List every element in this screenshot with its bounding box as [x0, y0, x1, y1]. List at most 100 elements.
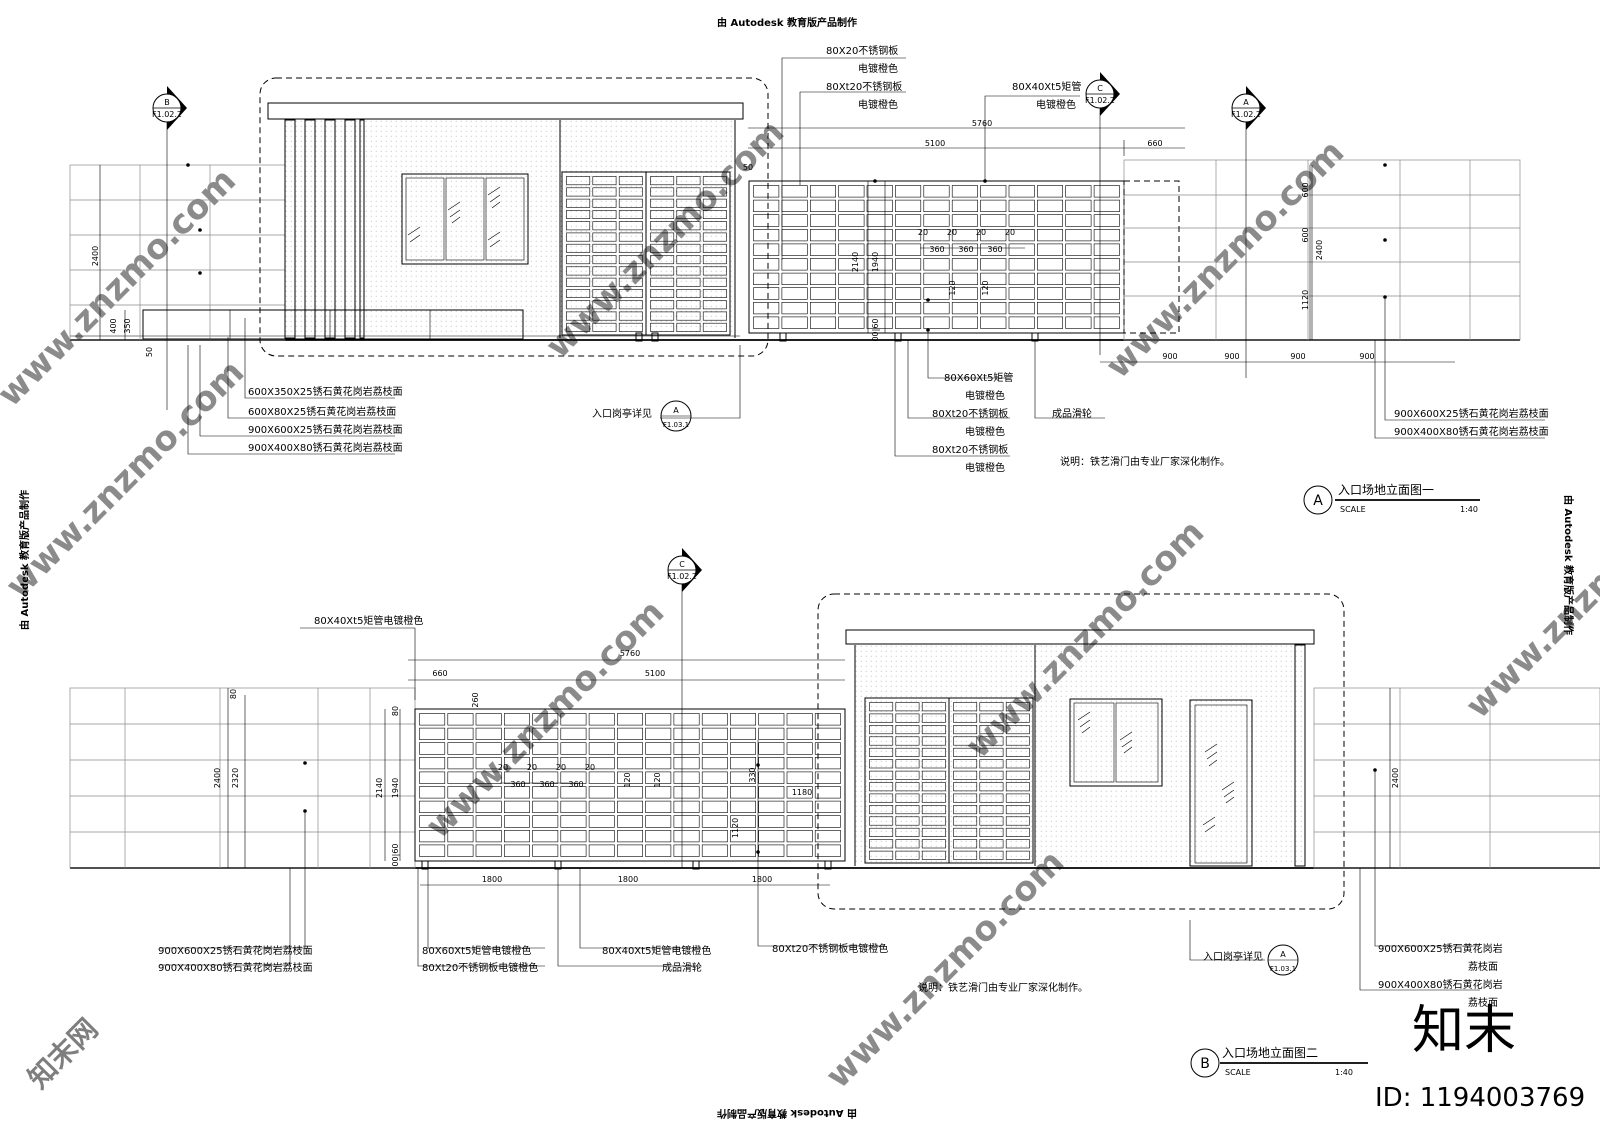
dim-label: 660 [1147, 139, 1162, 148]
gate-panel-cell [923, 272, 950, 286]
door-panel-cell [702, 300, 727, 310]
door-panel-cell [566, 300, 591, 310]
door-panel-cell [869, 827, 894, 837]
gate-panel-cell [809, 287, 836, 300]
gate-grid-b [419, 713, 841, 857]
door-panel-cell [650, 277, 675, 287]
callout-text: 80X40Xt5矩管 [1012, 80, 1081, 93]
gate-panel-cell [838, 185, 865, 198]
door-panel-cell [895, 839, 920, 849]
gate-panel-cell [419, 713, 446, 726]
gate-panel-cell [781, 287, 808, 300]
gate-panel-cell [923, 243, 950, 256]
door-panel-cell [702, 187, 727, 197]
door-panel-cell [592, 255, 617, 265]
door-panel-cell [618, 300, 643, 310]
door-panel-cell [702, 243, 727, 253]
dim-label: 1800 [482, 875, 502, 884]
gate-panel-cell [753, 272, 780, 286]
gate-panel-cell [1093, 272, 1120, 286]
gate-panel-cell [1065, 229, 1092, 242]
scale-label: SCALE [1340, 505, 1366, 514]
door-panel-cell [702, 255, 727, 265]
gate-panel-cell [673, 771, 700, 784]
gate-panel-cell [673, 800, 700, 813]
leaders-a [187, 57, 1545, 457]
door-panel-cell [592, 266, 617, 276]
callouts-left-b: 900X600X25锈石黄花岗岩荔枝面 900X400X80锈石黄花岗岩荔枝面 [158, 944, 313, 974]
gate-panel-cell [786, 844, 813, 857]
door-panel-cell [1005, 759, 1030, 769]
callouts-top-a: 80X20不锈钢板 电镀橙色 80Xt20不锈钢板 电镀橙色 80X40Xt5矩… [826, 44, 1081, 111]
door-panel-cell [676, 322, 701, 332]
gate-panel-cell [980, 229, 1007, 242]
callout-text: 900X400X80锈石黄花岗岩 [1378, 978, 1503, 991]
title-marker: B [1200, 1056, 1210, 1072]
dim-label: 120 [981, 280, 990, 295]
door-panel-cell [592, 243, 617, 253]
gate-panel-cell [1093, 199, 1120, 213]
gate-panel-cell [503, 742, 530, 755]
detail-ref: F1.03.1 [663, 421, 689, 429]
gate-panel-cell [447, 742, 474, 755]
section-ref: F1.02.2 [1231, 110, 1261, 119]
dim-label: 350 [123, 318, 132, 333]
gate-panel-cell [617, 815, 644, 828]
gate-panel-cell [1037, 301, 1064, 315]
gate-panel-cell [1008, 199, 1035, 213]
door-panel-cell [895, 793, 920, 803]
dim-label: 900 [1224, 352, 1239, 361]
door-panel-cell [650, 243, 675, 253]
gate-panel-cell [560, 771, 587, 784]
gate-panel-cell [951, 287, 978, 300]
door-panel-cell [566, 255, 591, 265]
dim-label: 20 [527, 763, 537, 772]
gate-panel-cell [923, 185, 950, 198]
gate-panel-cell [588, 727, 615, 740]
door-panel-cell [921, 816, 946, 826]
dim-label: 120 [623, 772, 632, 787]
gate-panel-cell [588, 844, 615, 857]
detail-ref-b: 入口岗亭详见 A F1.03.1 [1203, 944, 1299, 976]
gate-panel-cell [447, 727, 474, 740]
gate-panel-cell [980, 185, 1007, 198]
watermark-brand-text: 知末网 [22, 1012, 105, 1095]
gate-panel-cell [781, 301, 808, 315]
gate-panel-cell [560, 844, 587, 857]
gate-panel-cell [923, 229, 950, 242]
gate-panel-cell [838, 272, 865, 286]
gate-panel-cell [1037, 258, 1064, 271]
gate-panel-cell [617, 844, 644, 857]
gate-panel-cell [447, 844, 474, 857]
door-panel-cell [592, 311, 617, 321]
door-panel-cell [895, 759, 920, 769]
gate-panel-cell [1093, 214, 1120, 227]
callout-text: 900X600X25锈石黄花岗岩荔枝面 [248, 423, 403, 436]
gate-panel-cell [809, 214, 836, 227]
gate-panel-cell [951, 301, 978, 315]
gate-panel-cell [895, 229, 922, 242]
door-panel-cell [676, 289, 701, 298]
right-stone-wall-b [1313, 687, 1600, 869]
door-panel-cell [650, 221, 675, 231]
gate-panel-cell [1065, 199, 1092, 213]
gate-panel-cell [758, 713, 785, 726]
gate-panel-cell [786, 829, 813, 843]
gate-panel-cell [730, 844, 757, 857]
door-panel-cell [676, 300, 701, 310]
door-panel-cell [979, 793, 1004, 803]
gate-panel-cell [588, 713, 615, 726]
gate-panel-cell [1093, 243, 1120, 256]
gate-panel-cell [1065, 287, 1092, 300]
gate-panel-cell [895, 214, 922, 227]
gate-panel-cell [701, 727, 728, 740]
edu-banner-top: 由 Autodesk 教育版产品制作 [717, 16, 857, 29]
gate-panel-cell [838, 229, 865, 242]
gate-panel-cell [786, 742, 813, 755]
door-panel-cell [566, 232, 591, 242]
gate-panel-cell [447, 771, 474, 784]
door-panel-cell [921, 759, 946, 769]
gate-panel-cell [419, 727, 446, 740]
gate-panel-cell [786, 815, 813, 828]
gate-panel-cell [951, 199, 978, 213]
